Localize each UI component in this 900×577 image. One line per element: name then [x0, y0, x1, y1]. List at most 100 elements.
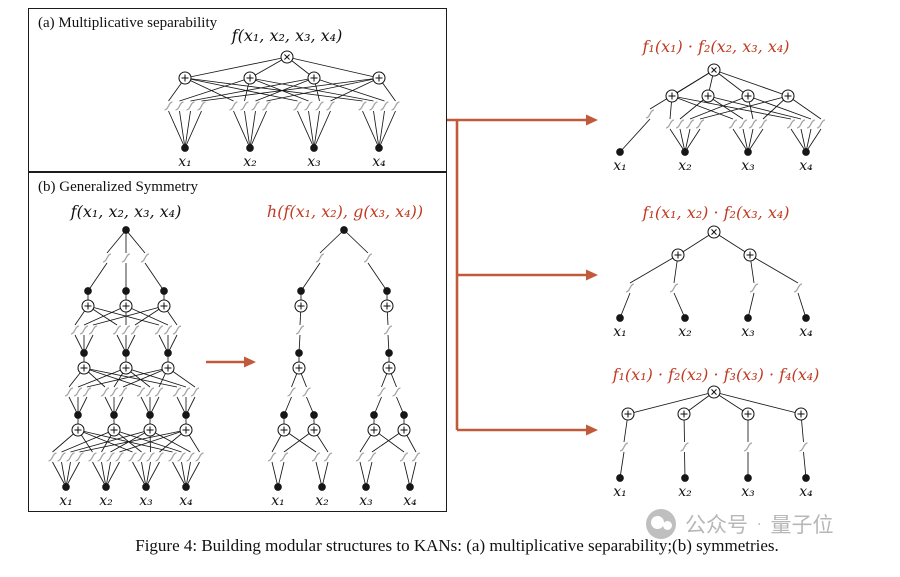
activation-glyph	[380, 101, 389, 111]
edge	[266, 77, 380, 102]
panel-a-title: (a) Multiplicative separability	[38, 15, 218, 31]
activation-glyph	[293, 101, 302, 111]
activation-glyph	[155, 452, 164, 462]
variable-node	[744, 314, 752, 322]
edge	[277, 461, 285, 488]
variable-node	[744, 474, 752, 482]
activation-glyph	[229, 101, 238, 111]
edge	[77, 367, 127, 388]
edge	[713, 231, 751, 256]
activation-glyph	[137, 452, 146, 462]
edge	[308, 110, 315, 149]
input-label: x₄	[179, 493, 193, 509]
edge	[184, 77, 363, 102]
edge	[713, 69, 789, 97]
activation-glyph	[315, 101, 324, 111]
variable-node	[80, 349, 88, 357]
activation-glyph	[363, 253, 373, 263]
sum-node	[367, 423, 381, 437]
edge	[286, 56, 380, 79]
sum-node	[81, 299, 95, 313]
activation-glyph	[88, 325, 98, 335]
edge	[619, 292, 631, 319]
edge	[627, 391, 715, 415]
variable-node	[182, 483, 190, 491]
panel-a-formula: f(x₁, x₂, x₃, x₄)	[231, 26, 343, 45]
activation-glyph	[367, 452, 377, 462]
activation-glyph	[102, 253, 112, 263]
activation-glyph	[197, 101, 206, 111]
input-label: x₄	[799, 484, 813, 500]
input-label: x₃	[741, 484, 755, 500]
edge	[77, 429, 133, 453]
edge	[373, 110, 380, 149]
edge	[378, 110, 385, 149]
activation-glyph	[121, 253, 131, 263]
edge	[742, 128, 749, 153]
edge	[110, 429, 151, 453]
sum-node	[701, 89, 715, 103]
variable-node	[681, 474, 689, 482]
edge	[707, 95, 802, 120]
input-label: x₁	[178, 154, 192, 170]
activation-glyph	[195, 452, 204, 462]
activation-glyph	[355, 452, 365, 462]
sum-node	[119, 361, 133, 375]
panel-b-right-network	[267, 226, 421, 491]
watermark-logo-icon	[646, 509, 676, 539]
activation-glyph	[262, 101, 271, 111]
edge	[185, 461, 191, 488]
variable-node	[310, 144, 318, 152]
edge	[92, 461, 107, 488]
variable-node	[246, 144, 254, 152]
sum-node	[781, 89, 795, 103]
edge	[244, 110, 251, 149]
input-label: x₄	[403, 493, 417, 509]
edge	[747, 128, 754, 153]
network-f1x12-times-f2x34	[616, 225, 810, 322]
watermark-text-left: 公众号	[685, 513, 748, 537]
activation-glyph	[154, 387, 164, 397]
activation-glyph	[748, 119, 758, 129]
edge	[271, 461, 279, 488]
input-label: x₂	[678, 484, 692, 500]
right-formula-1: f₁(x₁) · f₂(x₂, x₃, x₄)	[642, 37, 790, 56]
edge	[52, 461, 67, 488]
sum-node	[179, 423, 193, 437]
edge	[629, 254, 679, 284]
activation-glyph	[172, 325, 182, 335]
edge	[61, 461, 67, 488]
edge	[713, 391, 802, 415]
activation-glyph	[251, 101, 260, 111]
activation-glyph	[88, 452, 97, 462]
edge	[297, 110, 315, 149]
watermark: 公众号 · 量子位	[646, 509, 833, 539]
activation-glyph	[383, 325, 393, 335]
edge	[181, 461, 187, 488]
variable-node	[110, 411, 118, 419]
activation-glyph	[136, 387, 146, 397]
variable-node	[164, 349, 172, 357]
activation-glyph	[793, 283, 803, 293]
activation-glyph	[669, 283, 679, 293]
variable-node	[297, 287, 305, 295]
edge	[671, 95, 734, 120]
activation-glyph	[399, 452, 409, 462]
activation-glyph	[66, 452, 75, 462]
variable-node	[802, 474, 810, 482]
activation-glyph	[728, 119, 738, 129]
sum-node	[397, 423, 411, 437]
sum-node	[161, 361, 175, 375]
activation-glyph	[164, 101, 173, 111]
activation-glyph	[806, 119, 816, 129]
activation-glyph	[358, 101, 367, 111]
activation-glyph	[82, 387, 92, 397]
activation-glyph	[146, 452, 155, 462]
activation-glyph	[128, 452, 137, 462]
edge	[65, 461, 80, 488]
product-node	[707, 385, 721, 399]
variable-node	[295, 349, 303, 357]
panel-a-box	[28, 8, 447, 172]
activation-glyph	[186, 101, 195, 111]
variable-node	[362, 483, 370, 491]
